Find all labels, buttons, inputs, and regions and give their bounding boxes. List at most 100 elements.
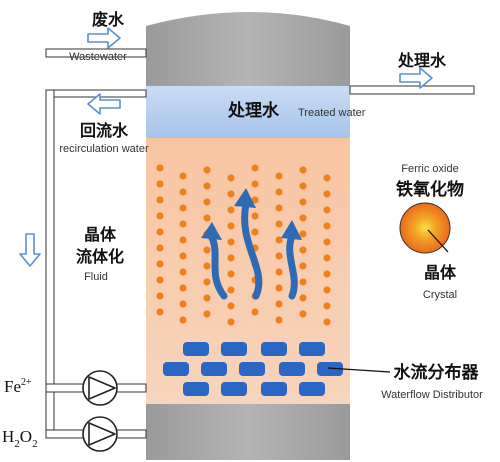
treated-water-outlet-pipe — [349, 85, 475, 95]
particle — [251, 196, 259, 204]
particle — [203, 278, 211, 286]
distributor-nozzle — [239, 362, 265, 376]
particle — [323, 286, 331, 294]
particle — [179, 236, 187, 244]
particle — [203, 166, 211, 174]
particle — [203, 198, 211, 206]
particle — [156, 228, 164, 236]
upflow-arrowhead-right — [281, 220, 302, 240]
particle — [179, 268, 187, 276]
particle — [203, 214, 211, 222]
particle — [179, 284, 187, 292]
particle — [179, 300, 187, 308]
ferric-oxide-label-zh: 铁氧化物 — [396, 179, 464, 200]
distributor-nozzle — [299, 342, 325, 356]
pump-icon — [82, 370, 118, 406]
particle — [323, 222, 331, 230]
particle — [299, 198, 307, 206]
particle — [323, 190, 331, 198]
crystal-label-zh: 晶体 — [424, 263, 457, 282]
waterflow-distributor — [163, 342, 343, 396]
particle — [323, 302, 331, 310]
particle — [323, 270, 331, 278]
treated-water-out-label-zh: 处理水 — [397, 51, 447, 70]
outline-arrow-right-icon — [87, 27, 121, 49]
particle — [323, 238, 331, 246]
particle — [299, 246, 307, 254]
particle — [251, 164, 259, 172]
distributor-nozzle — [183, 342, 209, 356]
distributor-nozzle — [221, 382, 247, 396]
particle — [275, 220, 283, 228]
particle — [156, 164, 164, 172]
ferric-oxide-label-en: Ferric oxide — [401, 163, 458, 175]
particle — [275, 252, 283, 260]
particle — [299, 230, 307, 238]
particle — [251, 180, 259, 188]
particle — [227, 174, 235, 182]
upflow-arrow-left — [208, 234, 228, 300]
pump-icon — [82, 416, 118, 452]
particle — [275, 268, 283, 276]
upflow-arrows — [208, 200, 298, 300]
particle — [323, 318, 331, 326]
treated-water-band-label-en: Treated water — [298, 107, 366, 119]
recirculation-label-en: recirculation water — [59, 143, 149, 155]
crystal-label-en: Crystal — [423, 289, 457, 301]
wastewater-label-zh: 废水 — [92, 10, 125, 29]
particle — [156, 276, 164, 284]
fluid-label-zh-line2: 流体化 — [76, 247, 124, 266]
particle — [299, 310, 307, 318]
recirculation-label-zh: 回流水 — [80, 121, 129, 140]
particle — [227, 222, 235, 230]
particle — [203, 262, 211, 270]
particle — [323, 174, 331, 182]
particle — [227, 238, 235, 246]
particle — [275, 172, 283, 180]
particle — [156, 196, 164, 204]
outline-arrow-down-icon — [19, 233, 41, 267]
particle — [179, 252, 187, 260]
upflow-arrow-center — [241, 200, 263, 300]
particle — [227, 254, 235, 262]
particle — [179, 172, 187, 180]
particle — [156, 180, 164, 188]
particle — [299, 278, 307, 286]
particle — [299, 294, 307, 302]
h2o2-label: H2O2 — [2, 427, 38, 450]
fe-ion-label: Fe2+ — [4, 377, 32, 396]
particle — [275, 188, 283, 196]
upflow-arrowhead-left — [201, 222, 222, 240]
distributor-nozzle — [299, 382, 325, 396]
particle — [227, 190, 235, 198]
distributor-nozzle — [221, 342, 247, 356]
wastewater-label-en: Wastewater — [69, 51, 127, 63]
particle — [156, 292, 164, 300]
distributor-nozzle — [317, 362, 343, 376]
particle — [323, 254, 331, 262]
particle — [299, 166, 307, 174]
particle — [275, 236, 283, 244]
crystal-inset — [399, 202, 451, 254]
recirculation-top-pipe — [45, 89, 147, 98]
particle — [203, 182, 211, 190]
distributor-leader-line — [327, 367, 391, 373]
distributor-nozzle — [163, 362, 189, 376]
particle — [179, 316, 187, 324]
particle — [275, 284, 283, 292]
distributor-label-en: Waterflow Distributor — [381, 389, 483, 401]
particle — [179, 220, 187, 228]
particle — [275, 316, 283, 324]
treated-water-zone — [146, 86, 350, 138]
upflow-arrow-right — [286, 232, 298, 300]
particle — [179, 188, 187, 196]
particle — [251, 228, 259, 236]
particle — [251, 212, 259, 220]
fluid-label-en: Fluid — [84, 271, 108, 283]
fluid-label-zh-line1: 晶体 — [84, 225, 117, 244]
particle — [323, 206, 331, 214]
upflow-arrowhead-center — [234, 188, 256, 208]
treated-water-band-label-zh: 处理水 — [227, 100, 280, 121]
